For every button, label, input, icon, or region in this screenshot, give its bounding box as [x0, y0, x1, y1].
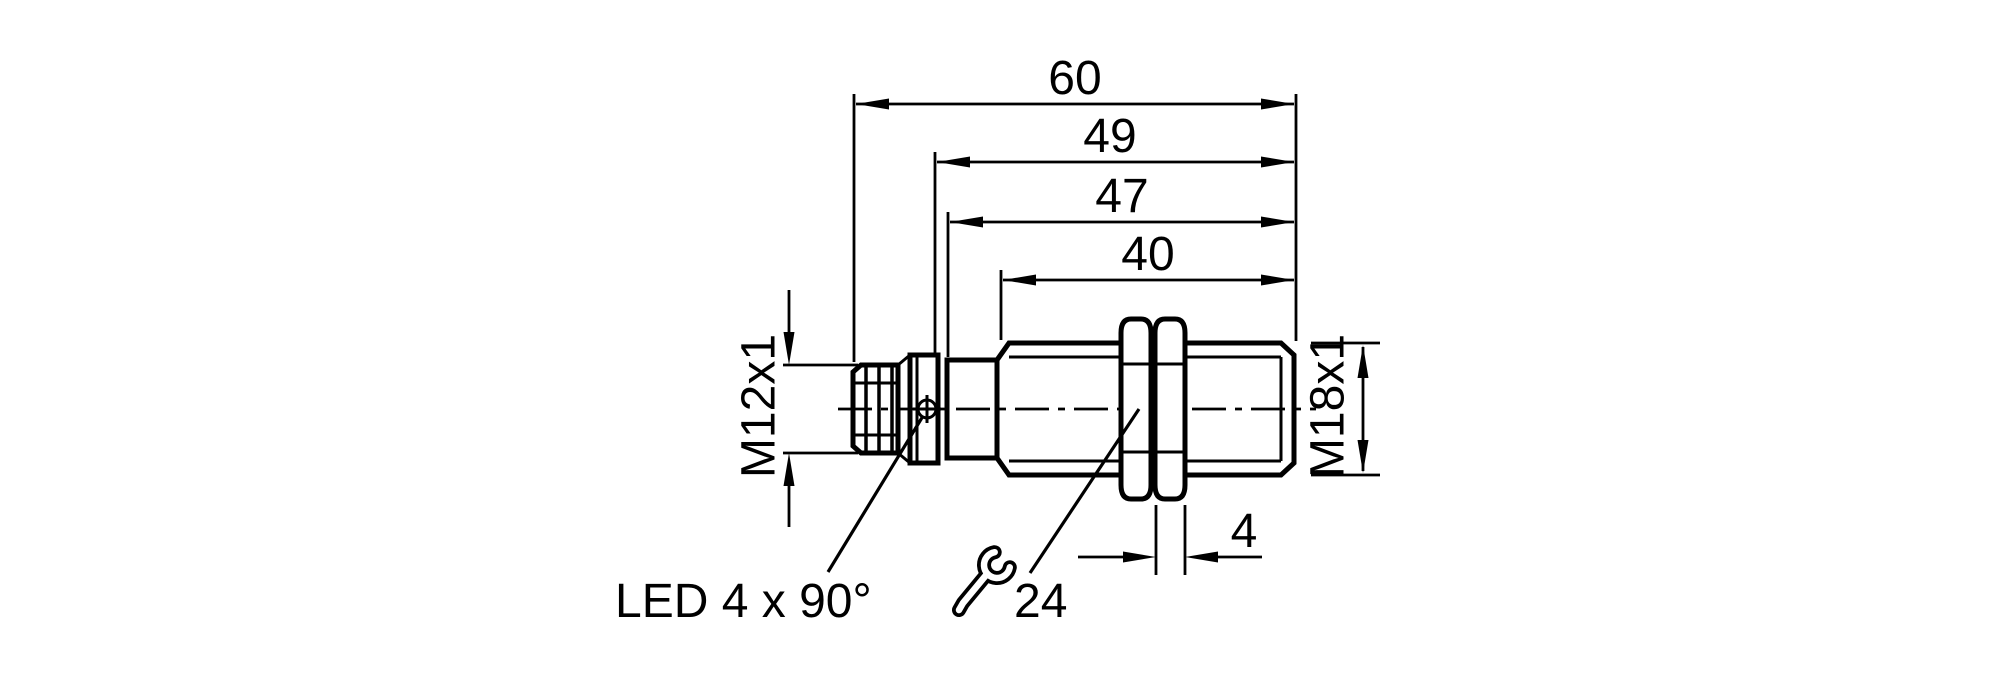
wrench-icon: [952, 545, 1017, 617]
dimension-49: 49: [933, 110, 1294, 353]
dimension-60: 60: [852, 52, 1298, 362]
lock-nut-right: [1152, 316, 1188, 502]
dimension-47: 47: [946, 170, 1294, 357]
dim-40-value: 40: [1121, 228, 1174, 281]
dim-49-value: 49: [1083, 110, 1136, 163]
dim-47-value: 47: [1095, 170, 1148, 223]
led-leader-line: [826, 415, 925, 573]
dimension-m12: M12x1: [733, 290, 858, 527]
wrench-callout: 24: [952, 408, 1141, 628]
thread-label-m18: M18x1: [1302, 334, 1355, 478]
dim-4-value: 4: [1231, 505, 1258, 558]
dimension-4: 4: [1078, 505, 1262, 575]
wrench-leader-line: [1028, 408, 1141, 574]
dim-60-value: 60: [1048, 52, 1101, 105]
lock-nut-left: [1118, 316, 1154, 502]
dimension-m18: M18x1: [1302, 334, 1380, 478]
led-callout: LED 4 x 90°: [615, 395, 941, 628]
wrench-size-value: 24: [1014, 575, 1067, 628]
sensor-body: [838, 316, 1316, 502]
dimension-40: 40: [999, 228, 1294, 340]
led-label: LED 4 x 90°: [615, 575, 872, 628]
thread-label-m12: M12x1: [733, 334, 786, 478]
